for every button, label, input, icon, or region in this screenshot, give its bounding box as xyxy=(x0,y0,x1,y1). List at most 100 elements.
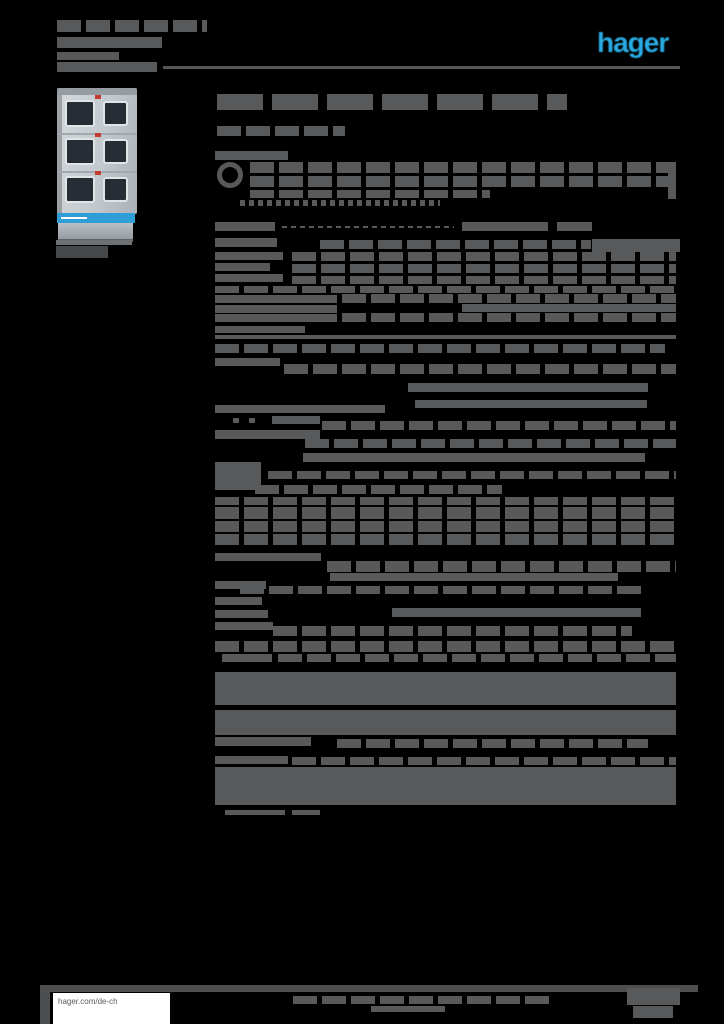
redacted-text-bar xyxy=(215,274,283,282)
redacted-text-bar xyxy=(278,654,676,662)
redacted-text-bar xyxy=(40,992,50,1024)
redacted-text-bar xyxy=(233,418,239,423)
redacted-text-bar xyxy=(215,622,273,630)
redacted-text-bar xyxy=(250,190,490,198)
redacted-text-bar xyxy=(592,239,680,252)
redacted-text-bar xyxy=(633,1006,673,1018)
redacted-text-bar xyxy=(215,263,270,271)
redacted-text-bar xyxy=(215,641,676,652)
device-blue-label xyxy=(57,213,135,223)
fuse-row xyxy=(65,95,131,130)
redacted-text-bar xyxy=(56,240,132,245)
redacted-text-bar xyxy=(215,507,676,519)
redacted-text-bar xyxy=(330,573,618,581)
redacted-text-bar xyxy=(215,737,311,746)
fuse-carrier-window xyxy=(103,139,128,164)
redacted-text-bar xyxy=(215,462,261,490)
redacted-text-bar xyxy=(215,497,676,505)
redacted-text-bar xyxy=(392,608,641,617)
fuse-carrier-window xyxy=(65,176,95,203)
redacted-text-bar xyxy=(292,810,320,815)
redacted-text-bar xyxy=(215,710,676,735)
fuse-carrier-window xyxy=(65,100,95,127)
redacted-text-bar xyxy=(305,439,676,448)
redacted-text-bar xyxy=(371,1006,445,1012)
redacted-text-bar xyxy=(215,335,676,339)
redacted-text-bar xyxy=(225,810,285,815)
redacted-text-bar xyxy=(322,421,676,430)
redacted-text-bar xyxy=(215,151,288,160)
product-photo xyxy=(55,88,139,244)
redacted-text-bar xyxy=(56,246,108,258)
redacted-text-bar xyxy=(327,561,676,572)
redacted-text-bar xyxy=(222,654,272,662)
redacted-text-bar xyxy=(215,553,321,561)
redacted-text-bar xyxy=(215,405,385,413)
redacted-text-bar xyxy=(217,126,345,136)
redacted-text-bar xyxy=(268,471,676,479)
redacted-text-bar xyxy=(215,286,676,293)
redacted-text-bar xyxy=(250,162,676,173)
redacted-text-bar xyxy=(215,756,288,764)
fuse-carrier-window xyxy=(65,138,95,165)
redacted-text-bar xyxy=(57,20,207,32)
redacted-text-bar xyxy=(292,252,676,261)
redacted-text-bar xyxy=(40,985,698,992)
redacted-text-bar xyxy=(320,240,591,249)
redacted-text-bar xyxy=(215,344,665,353)
redacted-text-bar xyxy=(255,485,502,494)
redacted-text-bar xyxy=(249,418,255,423)
redacted-text-bar xyxy=(303,453,645,462)
redacted-text-bar xyxy=(215,295,337,303)
redacted-text-bar xyxy=(57,52,119,60)
redacted-text-bar xyxy=(217,162,243,188)
redacted-text-bar xyxy=(215,430,320,439)
redacted-text-bar xyxy=(215,581,266,589)
redacted-text-bar xyxy=(408,383,648,392)
redacted-text-bar xyxy=(215,358,280,366)
footer-website-link[interactable]: hager.com/de-ch xyxy=(58,997,118,1006)
redacted-text-bar xyxy=(668,163,676,199)
redacted-text-bar xyxy=(293,996,551,1004)
redacted-text-bar xyxy=(215,534,676,545)
redacted-text-bar xyxy=(215,521,676,532)
header-divider xyxy=(163,66,680,69)
redacted-text-bar xyxy=(273,626,632,636)
redacted-text-bar xyxy=(337,739,648,748)
redacted-text-bar xyxy=(342,294,676,303)
redacted-text-bar xyxy=(215,222,275,231)
redacted-text-bar xyxy=(462,222,548,231)
fuse-carrier-window xyxy=(103,177,128,202)
device-top-cap xyxy=(57,88,137,95)
fuse-carrier-window xyxy=(103,101,128,126)
redacted-text-bar xyxy=(215,314,337,322)
fuse-row xyxy=(65,171,131,206)
redacted-text-bar xyxy=(284,364,676,374)
redacted-text-bar xyxy=(462,304,676,312)
redacted-text-bar xyxy=(215,305,337,313)
redacted-text-bar xyxy=(292,757,676,765)
redacted-text-bar xyxy=(217,94,567,110)
redacted-text-bar xyxy=(57,62,157,72)
redacted-text-bar xyxy=(415,400,647,408)
fuse-row xyxy=(65,133,131,168)
redacted-text-bar xyxy=(215,326,305,333)
redacted-text-bar xyxy=(57,37,162,48)
redacted-text-bar xyxy=(250,176,676,187)
redacted-text-bar xyxy=(215,672,676,705)
fuse-switch-disconnector-image xyxy=(57,88,137,214)
redacted-text-bar xyxy=(272,416,320,424)
red-indicator xyxy=(95,95,101,99)
redacted-text-bar xyxy=(215,767,676,805)
redacted-text-bar xyxy=(292,264,676,273)
redacted-text-bar xyxy=(215,610,268,618)
redacted-text-bar xyxy=(215,597,262,605)
redacted-text-bar xyxy=(557,222,592,231)
redacted-text-bar xyxy=(240,586,645,594)
footer-website-box: hager.com/de-ch xyxy=(53,993,170,1024)
